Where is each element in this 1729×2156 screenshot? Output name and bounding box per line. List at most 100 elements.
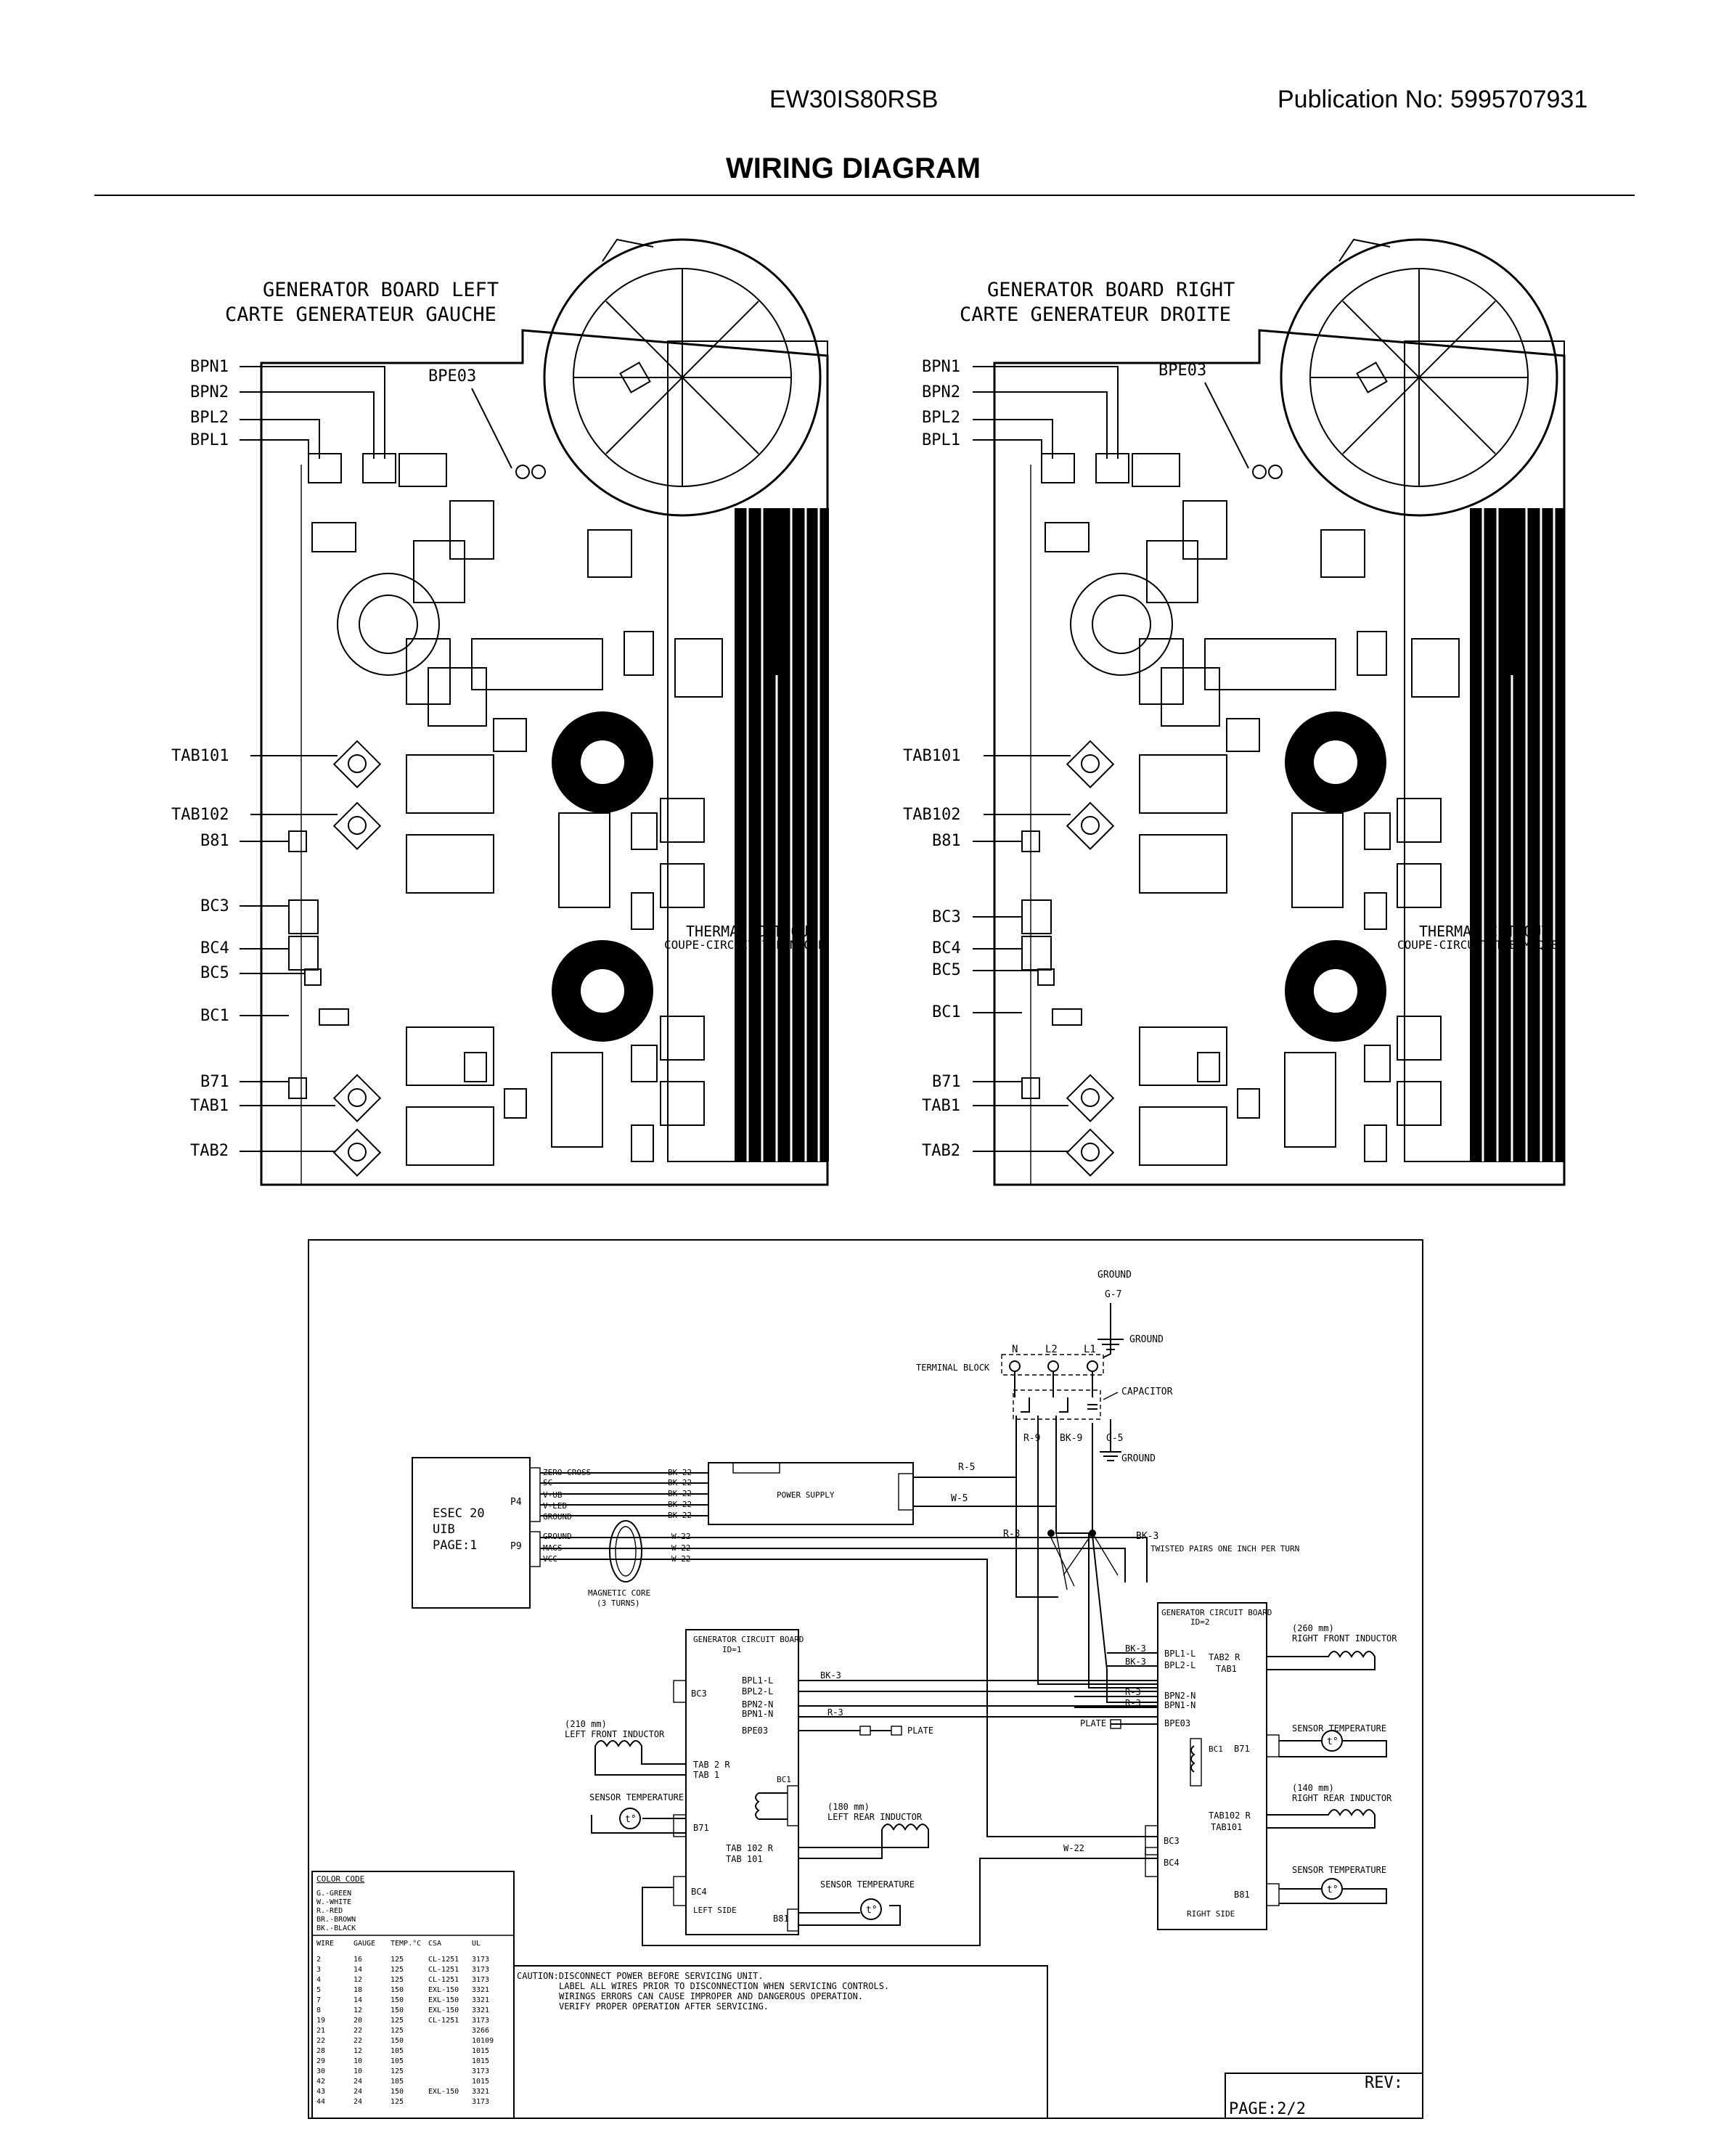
- svg-text:TAB1: TAB1: [190, 1097, 229, 1115]
- svg-text:PLATE: PLATE: [1080, 1718, 1106, 1728]
- wire-table-cell: EXL-150: [428, 2006, 459, 2014]
- svg-text:BPL2: BPL2: [190, 409, 229, 427]
- wire-table-cell: 3173: [472, 2017, 489, 2025]
- svg-text:BPN1-N: BPN1-N: [1164, 1700, 1195, 1710]
- power-supply-box: POWER SUPPLY R-5 W-5: [708, 1416, 1057, 1525]
- svg-text:TAB102: TAB102: [171, 806, 229, 824]
- svg-text:G-7: G-7: [1105, 1289, 1121, 1300]
- wire-table-cell: 125: [391, 2098, 404, 2106]
- svg-text:B71: B71: [693, 1823, 709, 1833]
- svg-text:BPL1: BPL1: [190, 431, 229, 449]
- svg-text:BK-3: BK-3: [1136, 1531, 1158, 1542]
- svg-text:BK-3: BK-3: [1125, 1643, 1146, 1654]
- svg-text:BPN1-N: BPN1-N: [742, 1709, 773, 1719]
- svg-text:W-5: W-5: [951, 1493, 968, 1504]
- wire-table-cell: 3321: [472, 1996, 489, 2004]
- wire-table-cell: EXL-150: [428, 2088, 459, 2096]
- wire-table-cell: 105: [391, 2047, 404, 2055]
- svg-text:BK-22: BK-22: [668, 1511, 692, 1520]
- wire-table-cell: 1015: [472, 2078, 489, 2086]
- wire-table-cell: 29: [316, 2057, 325, 2065]
- svg-text:BPE03: BPE03: [742, 1726, 768, 1736]
- svg-text:VERIFY PROPER OPERATION AFTER: VERIFY PROPER OPERATION AFTER SERVICING.: [559, 2001, 769, 2012]
- svg-text:V-UB: V-UB: [543, 1490, 563, 1500]
- svg-text:R-3: R-3: [827, 1707, 843, 1718]
- wire-table-cell: 44: [316, 2098, 325, 2106]
- mains-terminal-block: GROUND G-7 GROUND N L2 L1 TERMINAL BLOCK…: [916, 1270, 1173, 1464]
- twisted-pair-wires: R-3 BK-3 TWISTED PAIRS ONE INCH PER TURN: [1003, 1416, 1299, 1703]
- svg-text:BC4: BC4: [691, 1887, 707, 1897]
- wire-table-cell: 12: [353, 1976, 362, 1984]
- svg-text:B81: B81: [932, 832, 961, 850]
- svg-text:BPL1-L: BPL1-L: [742, 1675, 773, 1686]
- svg-text:TAB2: TAB2: [922, 1142, 960, 1160]
- svg-text:BK.-BLACK: BK.-BLACK: [316, 1924, 356, 1932]
- svg-text:GENERATOR CIRCUIT BOARD: GENERATOR CIRCUIT BOARD: [1161, 1608, 1272, 1617]
- svg-text:BPL2: BPL2: [922, 409, 960, 427]
- wire-table-cell: 150: [391, 2037, 404, 2045]
- svg-text:(180 mm): (180 mm): [827, 1802, 870, 1812]
- svg-text:CAUTION:DISCONNECT POWER BEFOR: CAUTION:DISCONNECT POWER BEFORE SERVICIN…: [517, 1971, 764, 1981]
- svg-text:(260 mm): (260 mm): [1292, 1623, 1334, 1633]
- fan-right: [1280, 238, 1558, 517]
- wire-table-cell: 125: [391, 1956, 404, 1964]
- svg-text:TAB2 R: TAB2 R: [1209, 1652, 1240, 1662]
- board-left-outline: [260, 329, 829, 1186]
- svg-text:SENSOR TEMPERATURE: SENSOR TEMPERATURE: [589, 1792, 684, 1802]
- wire-table-cell: 42: [316, 2078, 325, 2086]
- wire-table-cell: 10: [353, 2057, 362, 2065]
- svg-text:B71: B71: [200, 1073, 229, 1091]
- svg-text:LEFT FRONT INDUCTOR: LEFT FRONT INDUCTOR: [565, 1729, 665, 1739]
- wire-table-cell: 1015: [472, 2047, 489, 2055]
- wire-table-cell: 3: [316, 1966, 321, 1974]
- svg-text:SENSOR TEMPERATURE: SENSOR TEMPERATURE: [1292, 1723, 1386, 1734]
- board-left-title: GENERATOR BOARD LEFT: [263, 279, 499, 301]
- svg-text:BC1: BC1: [777, 1775, 791, 1784]
- svg-text:CAPACITOR: CAPACITOR: [1121, 1387, 1173, 1397]
- gen-circuit-board-left: GENERATOR CIRCUIT BOARD ID=1 BC3 BPL1-L …: [565, 1629, 1158, 1946]
- svg-text:GROUND: GROUND: [543, 1532, 572, 1541]
- svg-text:BK-22: BK-22: [668, 1500, 692, 1509]
- wire-table-cell: 20: [353, 2017, 362, 2025]
- wire-table-cell: 3321: [472, 2088, 489, 2096]
- wire-table-cell: CL-1251: [428, 1956, 459, 1964]
- svg-text:BC3: BC3: [200, 897, 229, 915]
- wire-table-cell: 1015: [472, 2057, 489, 2065]
- board-left-connectors: [288, 453, 546, 1099]
- svg-text:t°: t°: [866, 1905, 878, 1916]
- board-right-callouts: BPN1 BPN2 BPL2 BPL1 TAB101 TAB102 B81 BC…: [903, 358, 1558, 1160]
- svg-text:BPN2-N: BPN2-N: [742, 1699, 773, 1710]
- svg-text:W-22: W-22: [671, 1532, 691, 1541]
- svg-text:t°: t°: [1327, 1736, 1338, 1747]
- wire-table-cell: 150: [391, 2088, 404, 2096]
- svg-text:BC3: BC3: [932, 908, 961, 926]
- svg-text:BK-3: BK-3: [1125, 1657, 1146, 1667]
- wire-table-cell: CL-1251: [428, 1966, 459, 1974]
- wire-table-cell: 150: [391, 1986, 404, 1994]
- svg-text:PAGE:1: PAGE:1: [433, 1538, 477, 1553]
- svg-text:COLOR CODE: COLOR CODE: [316, 1874, 364, 1884]
- svg-text:RIGHT FRONT INDUCTOR: RIGHT FRONT INDUCTOR: [1292, 1633, 1397, 1643]
- svg-text:BC1: BC1: [1209, 1744, 1223, 1754]
- svg-text:BC3: BC3: [691, 1689, 707, 1699]
- wire-table-cell: 150: [391, 2006, 404, 2014]
- svg-text:SENSOR TEMPERATURE: SENSOR TEMPERATURE: [1292, 1865, 1386, 1875]
- svg-text:(140 mm): (140 mm): [1292, 1783, 1334, 1793]
- svg-text:TAB1: TAB1: [922, 1097, 960, 1115]
- tab-connectors-right: [1066, 740, 1115, 1177]
- svg-text:TAB101: TAB101: [903, 747, 960, 765]
- wire-table-cell: 5: [316, 1986, 321, 1994]
- board-left-title-fr: CARTE GENERATEUR GAUCHE: [225, 303, 496, 326]
- gen-circuit-board-right: GENERATOR CIRCUIT BOARD ID=2 BK-3 BK-3 R…: [1074, 1602, 1397, 1930]
- svg-text:BPN2-N: BPN2-N: [1164, 1691, 1195, 1701]
- board-right-components: [1045, 500, 1460, 1166]
- svg-text:BPL1: BPL1: [922, 431, 960, 449]
- board-right-connectors: [1021, 453, 1283, 1099]
- svg-text:LABEL ALL WIRES PRIOR TO DISCO: LABEL ALL WIRES PRIOR TO DISCONNECTION W…: [559, 1981, 889, 1991]
- svg-text:R.-RED: R.-RED: [316, 1907, 343, 1915]
- board-right-title: GENERATOR BOARD RIGHT: [987, 279, 1235, 301]
- wire-table-cell: 125: [391, 2017, 404, 2025]
- wire-table-cell: 105: [391, 2057, 404, 2065]
- svg-text:(210 mm): (210 mm): [565, 1719, 607, 1729]
- svg-text:B71: B71: [1234, 1744, 1250, 1754]
